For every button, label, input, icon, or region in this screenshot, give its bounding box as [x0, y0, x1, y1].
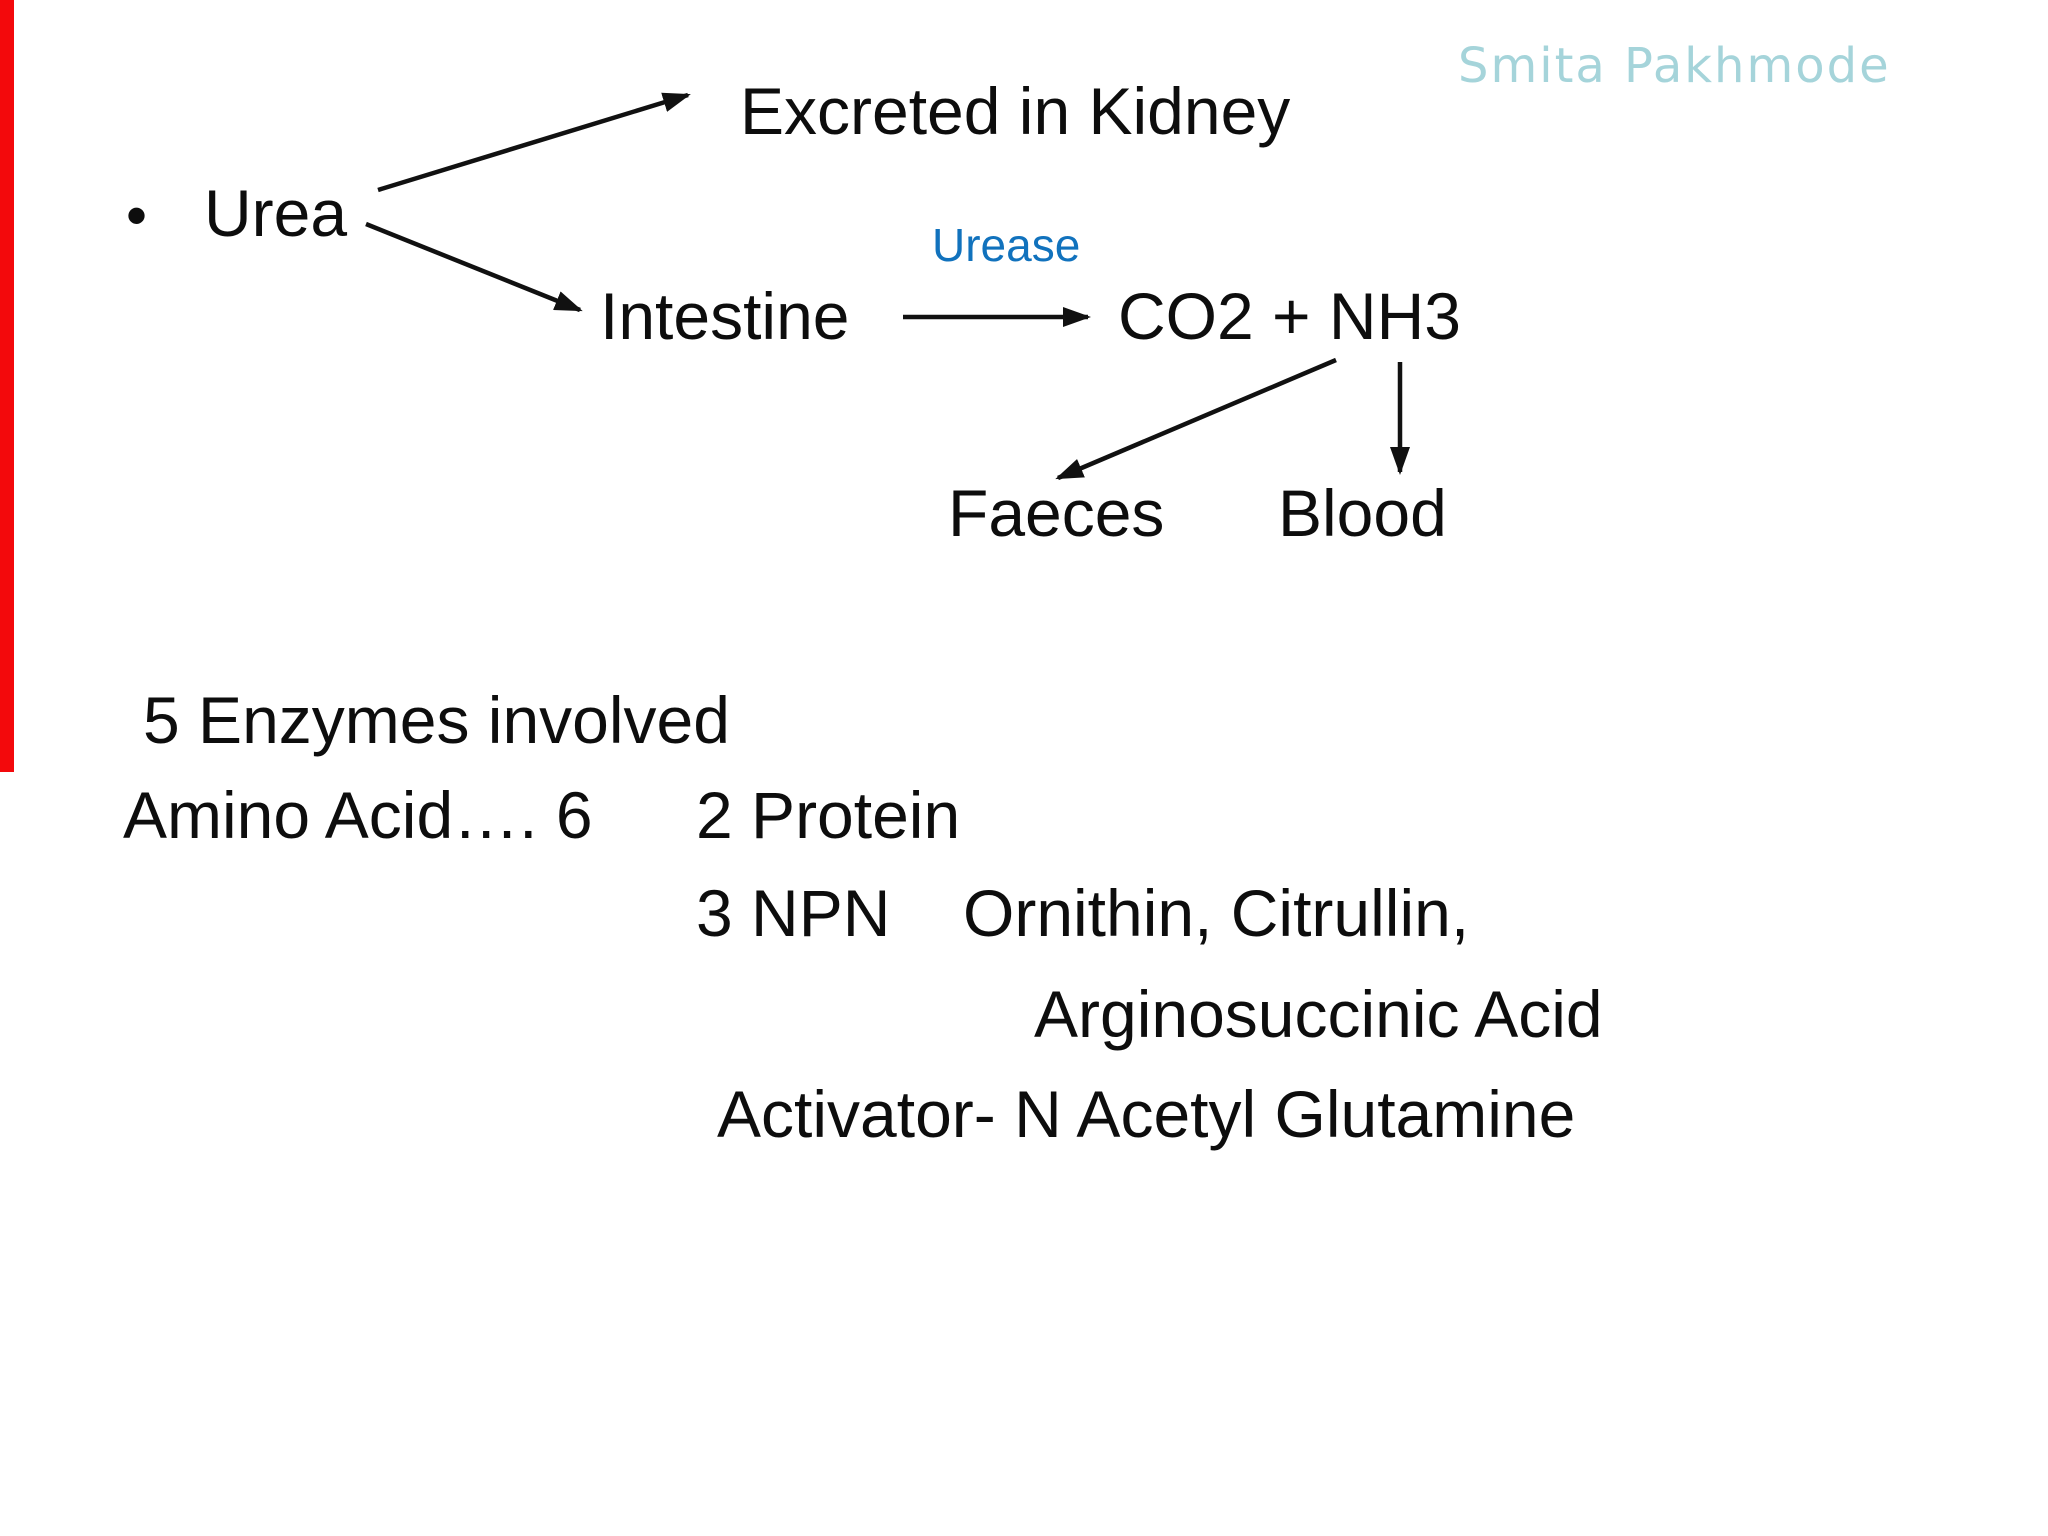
protein-count: 2 Protein	[696, 778, 961, 852]
npn-count: 3 NPN	[696, 876, 891, 950]
activator-line: Activator- N Acetyl Glutamine	[717, 1077, 1576, 1151]
co2-nh3-label: CO2 + NH3	[1118, 279, 1461, 353]
arrow-urea-to-excreted	[377, 92, 691, 193]
enzymes-involved-line: 5 Enzymes involved	[143, 683, 730, 757]
urea-label: Urea	[204, 176, 348, 250]
blood-label: Blood	[1278, 476, 1447, 550]
urease-label: Urease	[932, 219, 1081, 271]
excreted-in-kidney-label: Excreted in Kidney	[740, 74, 1291, 148]
intestine-label: Intestine	[600, 279, 850, 353]
arginosuccinic-acid-line: Arginosuccinic Acid	[1034, 977, 1603, 1051]
watermark-author: Smita Pakhmode	[1458, 38, 1891, 94]
urea-bullet: •	[126, 182, 148, 249]
amino-acid-count: Amino Acid…. 6	[123, 778, 593, 852]
faeces-label: Faeces	[948, 476, 1165, 550]
arrow-co2-to-faeces	[1055, 357, 1337, 481]
left-edge-red-bar	[0, 0, 14, 772]
arrow-urea-to-intestine	[365, 221, 583, 313]
npn-compounds: Ornithin, Citrullin,	[963, 876, 1470, 950]
